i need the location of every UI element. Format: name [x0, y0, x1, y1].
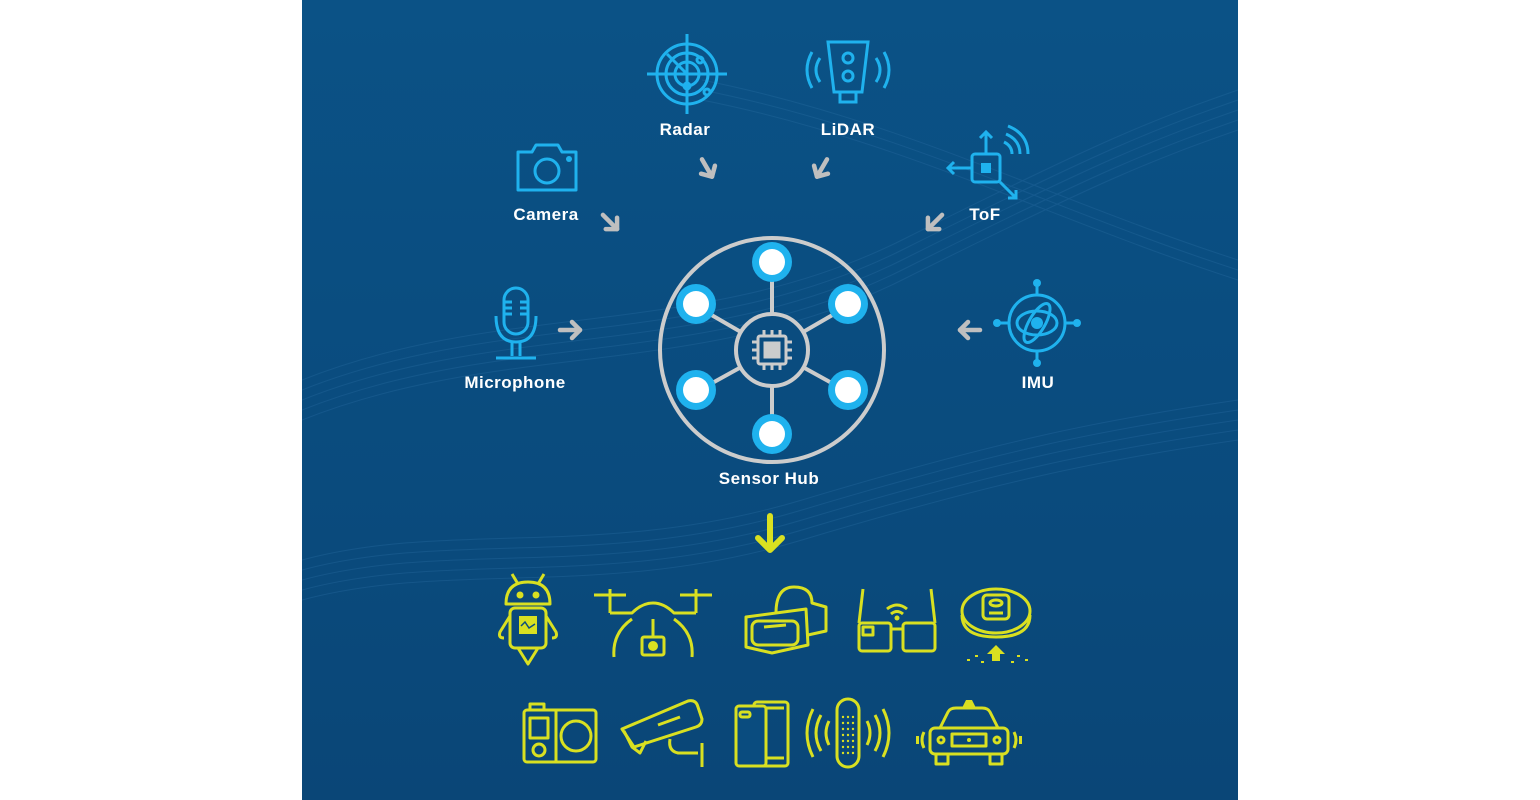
sensor-microphone — [490, 284, 542, 367]
output-arrow-icon — [755, 513, 785, 553]
sensor-label-lidar: LiDAR — [820, 120, 876, 139]
processor-chip-icon — [752, 330, 792, 370]
arrow-icon — [810, 155, 834, 180]
radar-icon — [647, 34, 727, 114]
sensor-label-radar: Radar — [659, 120, 711, 139]
hub-nodes — [676, 242, 868, 454]
arrow-icon — [960, 322, 980, 338]
smartphone-icon — [734, 700, 790, 768]
robot-vacuum-icon — [960, 587, 1032, 663]
action-camera-icon — [522, 702, 598, 764]
sensor-hub — [658, 236, 886, 464]
camera-icon — [516, 143, 578, 192]
drone-icon — [594, 589, 712, 658]
sensor-label-microphone: Microphone — [464, 373, 566, 392]
sensor-label-tof: ToF — [969, 205, 1001, 224]
sensor-camera — [514, 142, 580, 199]
arrow-icon — [922, 209, 947, 234]
security-camera-icon — [620, 699, 704, 767]
arrow-icon — [597, 209, 622, 234]
sensor-label-camera: Camera — [513, 205, 579, 224]
sensor-lidar — [802, 38, 894, 113]
arrow-icon — [695, 155, 719, 180]
sensor-label-imu: IMU — [1021, 373, 1055, 392]
tof-sensor-icon — [945, 124, 1030, 200]
hub-label: Sensor Hub — [718, 469, 820, 488]
sensor-tof — [942, 124, 1032, 207]
smart-glasses-icon — [857, 588, 937, 653]
autonomous-car-icon — [916, 700, 1022, 766]
imu-gyroscope-icon — [993, 279, 1081, 367]
smart-speaker-icon — [805, 697, 891, 769]
lidar-icon — [805, 40, 891, 104]
sensor-radar — [645, 30, 729, 119]
vr-headset-icon — [744, 585, 828, 655]
diagram-panel: Radar LiDAR Camera — [302, 0, 1238, 800]
sensor-imu — [992, 278, 1082, 373]
robot-icon — [498, 573, 558, 666]
arrow-icon — [560, 322, 580, 338]
microphone-icon — [494, 286, 538, 360]
